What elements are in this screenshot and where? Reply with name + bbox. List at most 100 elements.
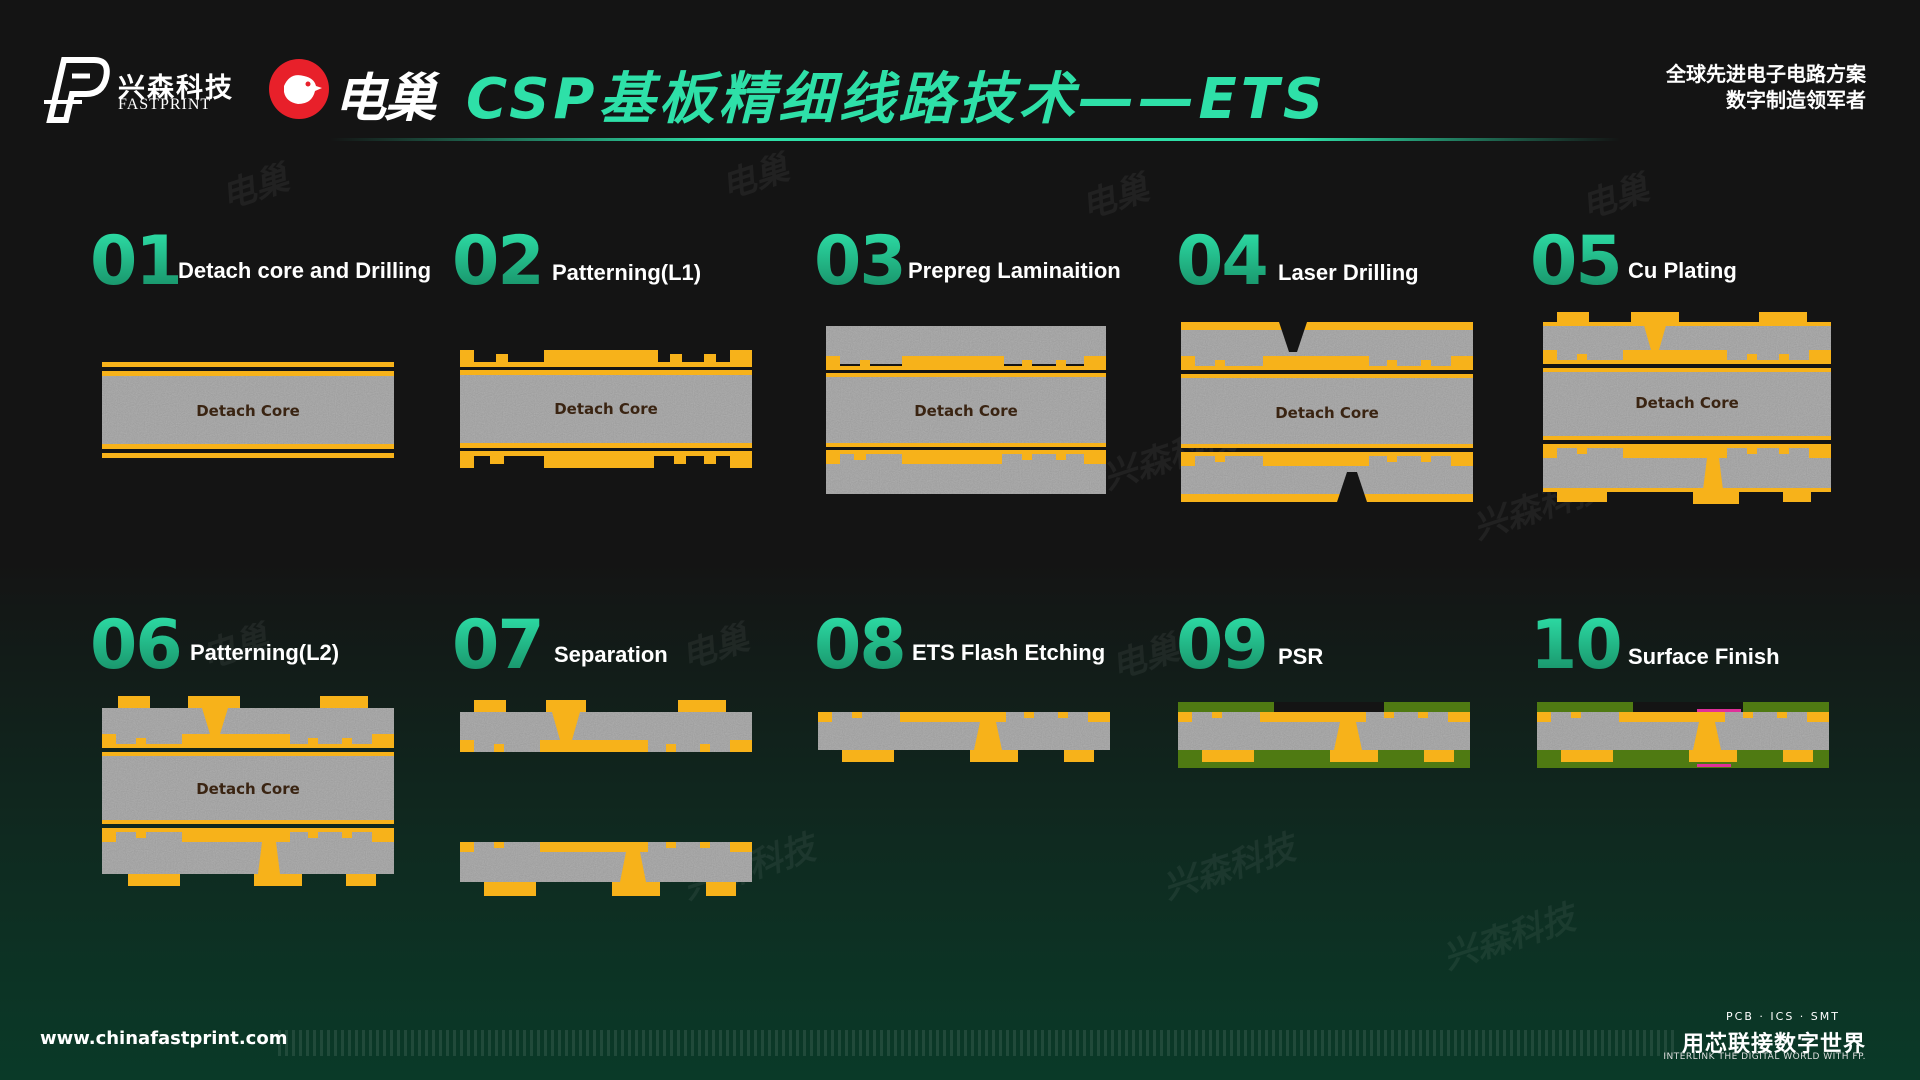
step-number: 06 (90, 606, 183, 685)
copper-trace (342, 832, 352, 838)
copper-trace (700, 842, 710, 848)
watermark: 电巢 (1106, 628, 1184, 688)
copper-trace (540, 740, 648, 752)
step-label: PSR (1278, 644, 1324, 669)
detach-core (826, 377, 1106, 443)
copper-trace (254, 874, 302, 886)
copper-trace (136, 832, 146, 838)
copper-trace (182, 734, 290, 744)
copper-trace (188, 696, 240, 708)
copper-trace (730, 842, 752, 852)
step-04-cross-section: Detach Core (1181, 322, 1473, 502)
copper-trace (182, 832, 290, 842)
copper-trace (460, 350, 474, 362)
step-09-cross-section (1178, 702, 1470, 768)
copper-trace (1421, 360, 1431, 366)
step-number: 03 (814, 222, 907, 301)
step-label: Patterning(L2) (190, 640, 340, 665)
footer-decoration (278, 1030, 1678, 1056)
watermark: 电巢 (1076, 168, 1154, 228)
step-label: ETS Flash Etching (912, 640, 1106, 665)
copper-trace (730, 740, 752, 752)
watermark: 电巢 (716, 148, 794, 208)
copper-trace (1577, 354, 1587, 360)
copper-trace (1024, 712, 1034, 718)
title-underline (330, 138, 1620, 141)
copper-trace (1451, 456, 1473, 466)
copper-trace (1631, 312, 1679, 322)
copper-trace (818, 712, 832, 722)
copper-trace (102, 734, 116, 744)
copper-trace (1561, 750, 1613, 762)
copper-trace (1543, 448, 1557, 458)
step-label: Surface Finish (1628, 644, 1780, 669)
copper-trace (372, 832, 394, 842)
copper-trace (460, 842, 474, 852)
copper-trace (902, 356, 1004, 366)
copper-trace (1451, 356, 1473, 366)
copper-trace (320, 696, 368, 708)
copper-trace (670, 354, 682, 362)
copper-trace (902, 454, 1002, 464)
copper-trace (118, 696, 150, 708)
copper-trace (730, 350, 752, 362)
watermark: 电巢 (1576, 168, 1654, 228)
copper-trace (546, 700, 586, 712)
copper-trace (1263, 456, 1369, 466)
step-01-cross-section: Detach Core (102, 362, 394, 458)
copper-trace (612, 882, 660, 896)
copper-trace (1384, 712, 1394, 718)
copper-trace (900, 712, 1006, 722)
copper-trace (700, 744, 710, 752)
copper-trace (1387, 456, 1397, 462)
copper-trace (1703, 458, 1723, 490)
copper-trace (1747, 354, 1757, 360)
copper-trace (706, 882, 736, 896)
core-label: Detach Core (554, 400, 658, 418)
footer-tags: PCB · ICS · SMT (1726, 1010, 1840, 1023)
step-08-cross-section (818, 712, 1110, 762)
copper-trace (1557, 492, 1607, 502)
copper-trace (1777, 712, 1787, 718)
copper-trace (1623, 350, 1727, 360)
fastprint-logo-icon (44, 57, 110, 123)
copper-trace (1543, 350, 1557, 360)
core-label: Detach Core (914, 402, 1018, 420)
copper-trace (474, 700, 506, 712)
copper-trace (342, 738, 352, 744)
dianchao-bird-logo-icon (269, 59, 329, 119)
step-07-top-board (460, 700, 752, 752)
copper-trace (484, 882, 536, 896)
website-url[interactable]: www.chinafastprint.com (40, 1028, 288, 1049)
copper-trace (1689, 750, 1737, 762)
copper-trace (1202, 750, 1254, 762)
copper-trace (1424, 750, 1454, 762)
detach-core (1181, 378, 1473, 444)
step-number: 04 (1176, 222, 1269, 301)
copper-trace (1577, 448, 1587, 454)
surface-finish (1697, 764, 1731, 767)
step-number: 07 (452, 606, 545, 685)
copper-trace (128, 874, 180, 886)
copper-trace (860, 360, 870, 366)
copper-trace (1557, 312, 1589, 322)
watermark: 电巢 (676, 618, 754, 678)
copper-trace (102, 744, 394, 748)
step-07-bottom-board (460, 842, 752, 896)
copper-trace (620, 852, 646, 882)
detach-core (1543, 372, 1831, 436)
copper-trace (1084, 454, 1106, 464)
copper-trace (460, 362, 752, 367)
copper-trace (1759, 312, 1807, 322)
copper-trace (1088, 712, 1110, 722)
surface-finish (1697, 709, 1741, 712)
copper-trace (826, 373, 1106, 377)
copper-trace (494, 744, 504, 752)
copper-trace (460, 740, 474, 752)
copper-trace (1623, 448, 1727, 458)
copper-trace (460, 443, 752, 448)
copper-trace (102, 752, 394, 756)
step-label: Prepreg Laminaition (908, 258, 1121, 283)
slogan-line-1: 全球先进电子电路方案 (1666, 62, 1866, 86)
step-number: 10 (1530, 606, 1623, 685)
